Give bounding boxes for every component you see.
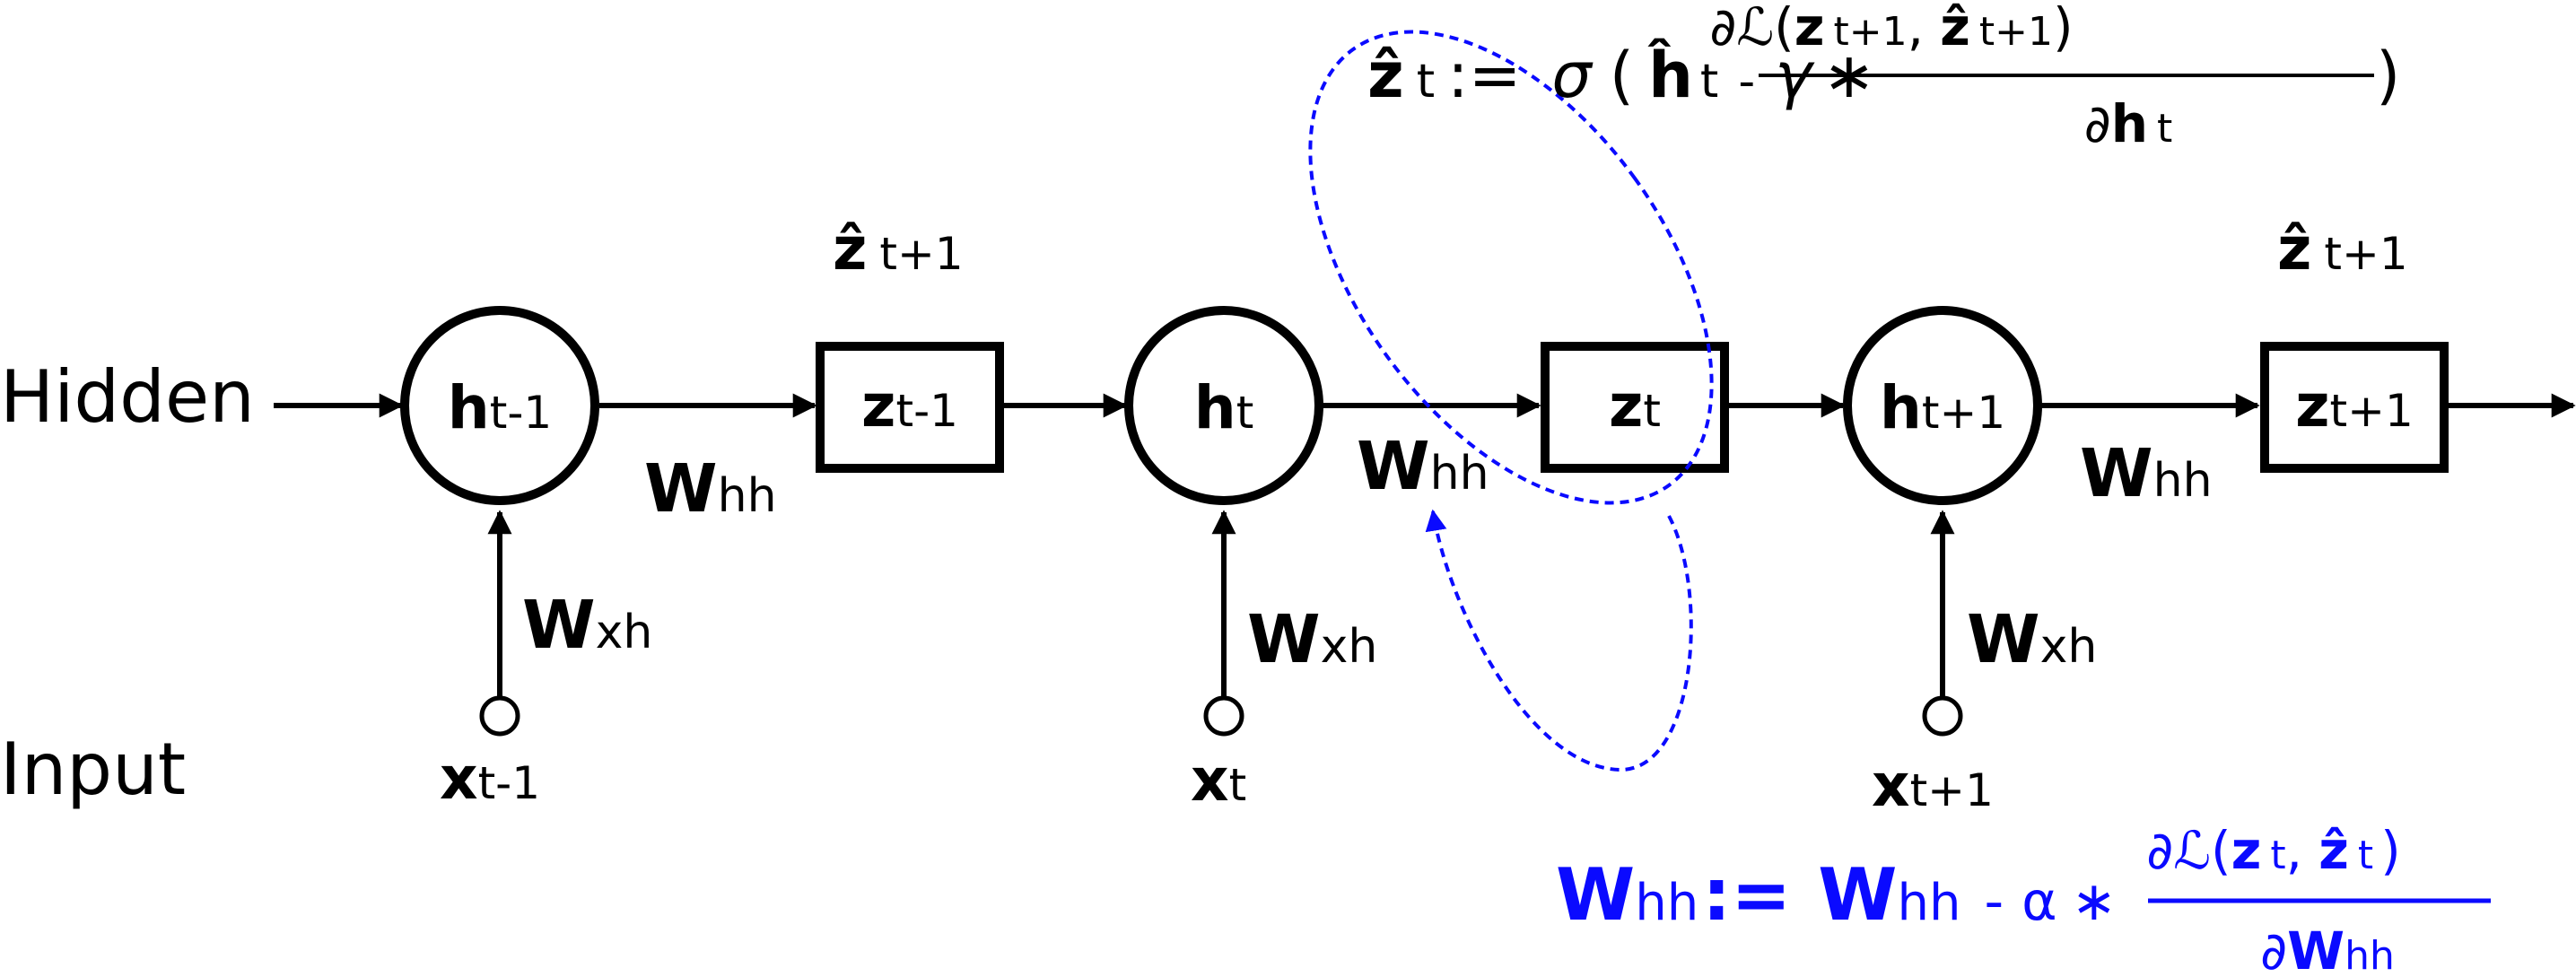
hidden-node-h-next: ht+1 bbox=[1843, 306, 2042, 505]
svg-text:ht: ht bbox=[1194, 373, 1254, 442]
local-update-dashed-ellipse bbox=[1308, 30, 1714, 505]
input-terminal-x-cur bbox=[1203, 695, 1244, 737]
weight-feedback-dashed-arrow bbox=[1425, 509, 1693, 772]
weight-label-wxh-2: Wxh bbox=[1247, 601, 1377, 678]
hidden-row-label: Hidden bbox=[0, 355, 255, 439]
input-label-x-cur: xt bbox=[1191, 746, 1246, 815]
input-label-x-next: xt+1 bbox=[1872, 751, 1994, 820]
svg-text:Whh:=Whh-α∗: Whh:=Whh-α∗ bbox=[1556, 853, 2117, 937]
svg-text:zt: zt bbox=[1609, 371, 1661, 441]
output-node-z-next: zt+1 bbox=[2260, 342, 2449, 473]
input-terminal-x-next bbox=[1922, 695, 1963, 737]
svg-text:∂ℒ(zt,ẑt): ∂ℒ(zt,ẑt) bbox=[2146, 820, 2401, 881]
svg-text:): ) bbox=[2376, 39, 2400, 112]
weight-label-whh-3: Whh bbox=[2080, 435, 2213, 512]
input-connections bbox=[487, 510, 1955, 696]
svg-text:ẑt:=σ(ĥt-γ∗: ẑt:=σ(ĥt-γ∗ bbox=[1367, 39, 1875, 112]
svg-text:∂ht: ∂ht bbox=[2084, 93, 2173, 154]
hidden-node-h-cur: ht bbox=[1124, 306, 1323, 505]
input-terminal-x-prev bbox=[479, 695, 520, 737]
svg-text:zt+1: zt+1 bbox=[2295, 371, 2414, 441]
svg-text:∂ℒ(zt+1,ẑt+1): ∂ℒ(zt+1,ẑt+1) bbox=[1709, 0, 2073, 57]
svg-text:∂Whh: ∂Whh bbox=[2260, 920, 2395, 977]
weight-label-whh-2: Whh bbox=[1357, 428, 1489, 505]
input-row-label: Input bbox=[0, 728, 186, 811]
svg-text:zt-1: zt-1 bbox=[861, 371, 958, 441]
output-node-z-prev: zt-1 bbox=[816, 342, 1004, 473]
svg-text:ht-1: ht-1 bbox=[448, 373, 552, 442]
weight-label-wxh-1: Wxh bbox=[522, 587, 652, 664]
output-node-z-cur: zt bbox=[1541, 342, 1729, 473]
weight-label-wxh-3: Wxh bbox=[1967, 601, 2097, 678]
hidden-node-h-prev: ht-1 bbox=[400, 306, 599, 505]
weight-label-whh-1: Whh bbox=[644, 450, 777, 528]
svg-text:ht+1: ht+1 bbox=[1880, 373, 2005, 442]
input-label-x-prev: xt-1 bbox=[440, 744, 540, 813]
